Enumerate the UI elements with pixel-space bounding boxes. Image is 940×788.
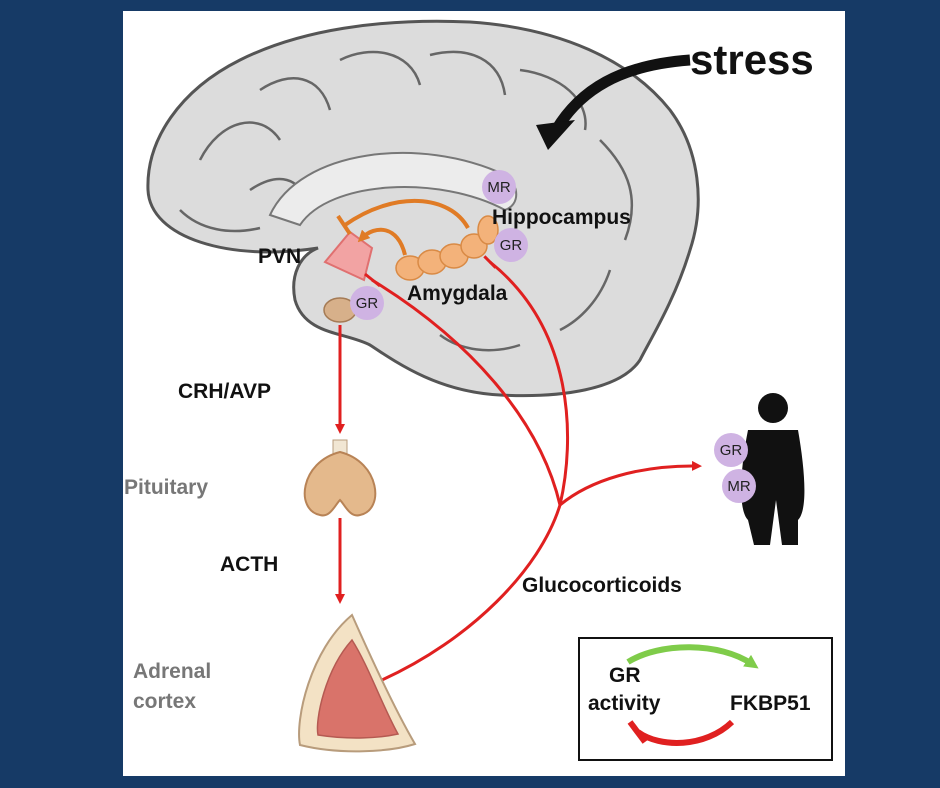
legend-box [578,637,833,761]
hippocampus-label: Hippocampus [492,206,631,229]
brain-gyri [179,50,634,352]
legend-fkbp51-label: FKBP51 [730,692,811,715]
legend-red-inhibit-arrow [636,719,735,746]
stress-label: stress [690,36,814,83]
legend-activity-label: activity [588,692,661,715]
hippocampus-mr-badge: MR [482,170,516,204]
human-silhouette [741,393,805,545]
pituitary-label: Pituitary [124,476,209,499]
hippocampus-shape [395,215,499,281]
adrenal-label-line2: cortex [133,690,197,713]
pituitary-gr-badge: GR [350,286,384,320]
adrenal-label-line1: Adrenal [133,660,212,683]
glucocorticoids-label: Glucocorticoids [522,574,682,597]
legend-green-arrow [626,644,759,669]
adrenal-gland [298,613,417,753]
legend-gr-label: GR [609,664,641,687]
hippocampus-gr-badge: GR [494,228,528,262]
crh-avp-label: CRH/AVP [178,380,271,403]
gc-to-body-arrow [559,460,702,507]
gc-to-pvn-arrow [371,278,562,506]
amygdala-excite-arrow [357,227,407,256]
amygdala-label: Amygdala [407,282,508,305]
stress-arrow [551,54,691,133]
pituitary-gland [303,439,377,517]
corpus-callosum [268,151,518,227]
acth-label: ACTH [220,553,279,576]
hippocampus-inhibit-arrow [343,198,470,230]
body-gr-badge: GR [714,433,748,467]
body-mr-badge: MR [722,469,756,503]
pvn-shape [323,230,374,282]
pvn-label: PVN [258,245,302,268]
